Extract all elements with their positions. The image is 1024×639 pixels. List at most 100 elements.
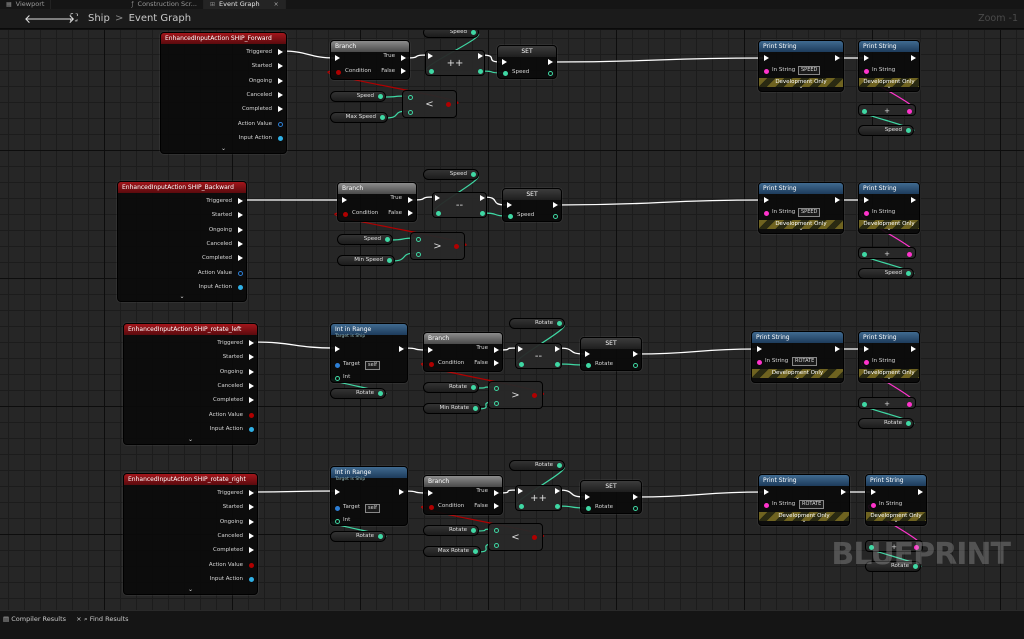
variable-getter[interactable]: Rotate: [509, 318, 565, 329]
output-pin[interactable]: [471, 528, 476, 533]
exec-out[interactable]: [555, 346, 560, 352]
output-pin[interactable]: [548, 71, 553, 76]
exec-out-triggered[interactable]: [249, 340, 254, 346]
exec-in[interactable]: [864, 346, 869, 352]
action-value-pin[interactable]: [249, 412, 254, 418]
in-string-pin[interactable]: [764, 503, 769, 508]
exec-out-started[interactable]: [278, 63, 283, 70]
in-string-value[interactable]: SPEED: [798, 66, 821, 75]
result-pin[interactable]: [446, 102, 451, 107]
exec-in[interactable]: [585, 351, 590, 357]
exec-out-false[interactable]: [494, 503, 499, 509]
exec-out[interactable]: [399, 489, 404, 495]
condition-pin[interactable]: [343, 212, 348, 217]
value-pin[interactable]: [586, 506, 591, 511]
exec-out-canceled[interactable]: [278, 91, 283, 98]
expand-chevron-icon[interactable]: ⌄: [794, 374, 801, 381]
output-pin[interactable]: [471, 385, 476, 390]
compare-node[interactable]: <: [488, 523, 543, 551]
output-pin[interactable]: [473, 406, 478, 411]
value-pin[interactable]: [503, 71, 508, 76]
exec-out[interactable]: [399, 346, 404, 352]
condition-pin[interactable]: [429, 362, 434, 367]
exec-in[interactable]: [764, 197, 769, 203]
output-pin[interactable]: [553, 214, 558, 219]
exec-out-false[interactable]: [494, 360, 499, 366]
breadcrumb-root[interactable]: Ship: [88, 13, 110, 24]
output-pin[interactable]: [378, 534, 383, 539]
target-pin[interactable]: [335, 363, 340, 368]
target-pin[interactable]: [335, 506, 340, 511]
output-pin[interactable]: [906, 128, 911, 133]
tab-construction-script[interactable]: ƒ Construction Scr...: [51, 0, 204, 9]
exec-out-completed[interactable]: [238, 255, 243, 262]
exec-out-ongoing[interactable]: [278, 77, 283, 84]
exec-out[interactable]: [918, 489, 923, 495]
limit-variable-getter[interactable]: Min Rotate: [423, 403, 481, 414]
in-string-pin[interactable]: [864, 211, 869, 216]
expand-chevron-icon[interactable]: ⌄: [798, 225, 804, 232]
output-pin[interactable]: [473, 549, 478, 554]
exec-out[interactable]: [633, 351, 638, 357]
exec-in[interactable]: [757, 346, 762, 352]
output-pin[interactable]: [906, 421, 911, 426]
to-string-node[interactable]: +: [858, 397, 916, 409]
output-pin[interactable]: [471, 30, 476, 35]
input-b-pin[interactable]: [408, 110, 413, 115]
exec-out-ongoing[interactable]: [249, 518, 254, 525]
tab-event-graph[interactable]: ⊞ Event Graph ×: [203, 0, 286, 9]
in-string-pin[interactable]: [864, 69, 869, 74]
exec-in[interactable]: [428, 53, 433, 59]
expand-chevron-icon[interactable]: ⌄: [179, 293, 185, 300]
expand-chevron-icon[interactable]: ⌄: [893, 517, 899, 524]
exec-out-completed[interactable]: [249, 397, 254, 404]
output-pin[interactable]: [633, 363, 638, 368]
output-pin[interactable]: [907, 251, 912, 257]
output-pin[interactable]: [478, 69, 483, 74]
condition-pin[interactable]: [336, 70, 341, 75]
exec-in[interactable]: [335, 55, 340, 61]
increment-node[interactable]: ++: [425, 50, 485, 76]
action-value-pin[interactable]: [249, 562, 254, 568]
compare-node[interactable]: <: [402, 90, 457, 118]
output-pin[interactable]: [378, 94, 383, 99]
compare-node[interactable]: >: [488, 381, 543, 409]
variable-getter[interactable]: Speed: [330, 91, 386, 102]
exec-out-canceled[interactable]: [249, 532, 254, 539]
exec-out-triggered[interactable]: [249, 490, 254, 496]
in-string-pin[interactable]: [757, 360, 762, 365]
output-pin[interactable]: [914, 544, 919, 550]
exec-out-started[interactable]: [238, 212, 243, 219]
increment-node[interactable]: --: [515, 343, 562, 369]
output-pin[interactable]: [633, 506, 638, 511]
exec-out[interactable]: [835, 197, 840, 203]
expand-chevron-icon[interactable]: ⌄: [798, 83, 804, 90]
exec-in[interactable]: [428, 490, 433, 496]
int-pin[interactable]: [335, 376, 340, 381]
expand-chevron-icon[interactable]: ⌄: [886, 83, 892, 90]
output-pin[interactable]: [555, 362, 560, 367]
exec-out-started[interactable]: [249, 504, 254, 511]
exec-out-completed[interactable]: [278, 106, 283, 113]
variable-getter[interactable]: Rotate: [423, 525, 479, 536]
exec-out[interactable]: [911, 346, 916, 352]
input-a-pin[interactable]: [494, 528, 499, 533]
input-action-pin[interactable]: [238, 284, 243, 290]
exec-out[interactable]: [633, 494, 638, 500]
in-string-value[interactable]: ROTATE: [799, 500, 825, 509]
exec-in[interactable]: [435, 195, 440, 201]
exec-out[interactable]: [553, 202, 558, 208]
exec-out-false[interactable]: [408, 210, 413, 216]
output-pin[interactable]: [906, 271, 911, 276]
exec-in[interactable]: [864, 55, 869, 61]
in-string-pin[interactable]: [871, 503, 876, 508]
in-string-pin[interactable]: [764, 211, 769, 216]
input-pin[interactable]: [869, 544, 874, 550]
